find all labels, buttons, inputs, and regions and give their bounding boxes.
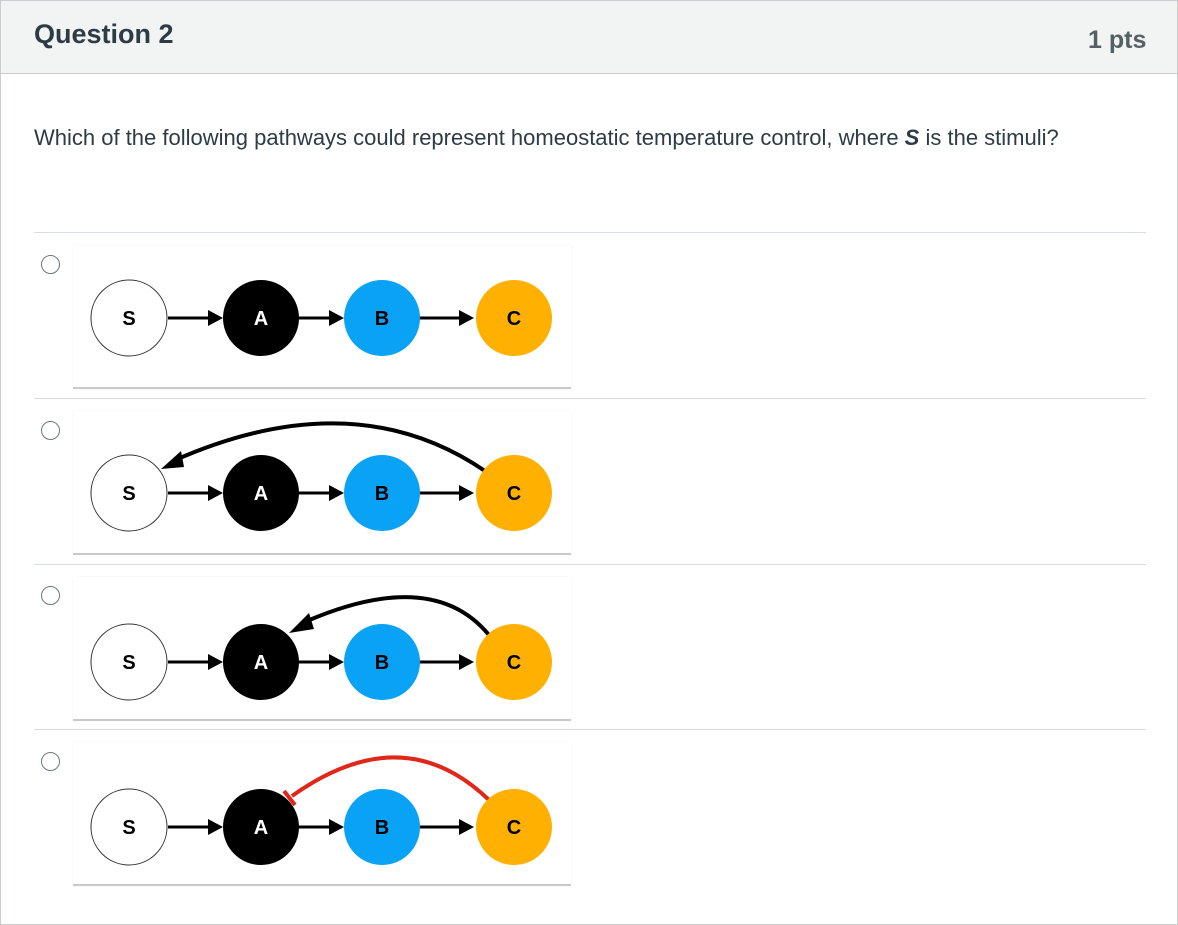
answer-diagram-2: S A B C — [73, 411, 571, 555]
arrowhead-b-c — [459, 654, 474, 670]
feedback-arrow-c-a — [306, 595, 491, 637]
answer-divider — [34, 232, 1146, 233]
arrowhead-s-a — [208, 310, 223, 326]
node-a-label: A — [254, 817, 268, 839]
pathway-diagram-4: S A B C — [90, 755, 552, 866]
node-c-label: C — [507, 817, 521, 839]
question-text-part2: is the stimuli? — [919, 125, 1059, 150]
node-a-label: A — [254, 483, 268, 505]
node-c — [476, 455, 552, 531]
answer-divider — [34, 564, 1146, 565]
node-b — [344, 280, 420, 356]
answer-divider — [34, 729, 1146, 730]
node-c-label: C — [507, 652, 521, 674]
pathway-diagram-2: S A B C — [90, 421, 552, 532]
arrowhead-s-a — [208, 819, 223, 835]
answer-radio-2[interactable] — [41, 421, 60, 440]
pathway-arrows — [168, 654, 474, 670]
question-points: 1 pts — [1088, 26, 1147, 54]
answer-diagram-4: S A B C — [73, 742, 571, 886]
feedback-arrow-c-s — [172, 421, 487, 473]
pathway-arrows — [168, 819, 474, 835]
arrowhead-s-a — [208, 485, 223, 501]
node-b-label: B — [375, 817, 389, 839]
arrowhead-b-c — [459, 485, 474, 501]
node-b — [344, 789, 420, 865]
question-header: Question 2 1 pts — [1, 1, 1177, 74]
node-c-label: C — [507, 308, 521, 330]
node-a — [223, 280, 299, 356]
answer-diagram-3: S A B C — [73, 577, 571, 721]
answer-radio-1[interactable] — [41, 255, 60, 274]
pathway-diagram-1: S A B C — [90, 279, 552, 357]
node-a-label: A — [254, 308, 268, 330]
node-a — [223, 624, 299, 700]
arrowhead-s-a — [208, 654, 223, 670]
pathway-diagram-3: S A B C — [90, 595, 552, 701]
node-b — [344, 624, 420, 700]
node-s — [90, 623, 168, 701]
node-s — [90, 279, 168, 357]
arrowhead-a-b — [329, 485, 344, 501]
feedback-inhibition-c-a — [290, 755, 491, 802]
node-b-label: B — [375, 308, 389, 330]
node-a — [223, 789, 299, 865]
feedback-arrowhead-s — [161, 451, 184, 469]
node-s — [90, 454, 168, 532]
node-s-label: S — [122, 652, 135, 674]
arrowhead-a-b — [329, 310, 344, 326]
answer-radio-4[interactable] — [41, 752, 60, 771]
node-c-label: C — [507, 483, 521, 505]
answer-divider — [34, 398, 1146, 399]
pathway-arrows — [168, 310, 474, 326]
node-s — [90, 788, 168, 866]
node-c — [476, 789, 552, 865]
node-s-label: S — [122, 817, 135, 839]
node-a — [223, 455, 299, 531]
node-b — [344, 455, 420, 531]
node-c — [476, 624, 552, 700]
arrowhead-a-b — [329, 654, 344, 670]
inhibition-bar-a — [282, 789, 297, 807]
node-b-label: B — [375, 652, 389, 674]
question-text-emphasis: S — [904, 125, 920, 150]
question-title: Question 2 — [34, 19, 174, 49]
question-text: Which of the following pathways could re… — [34, 119, 1134, 157]
node-b-label: B — [375, 483, 389, 505]
arrowhead-b-c — [459, 310, 474, 326]
answer-radio-3[interactable] — [41, 586, 60, 605]
answer-diagram-1: S A B C — [73, 245, 571, 389]
arrowhead-a-b — [329, 819, 344, 835]
node-c — [476, 280, 552, 356]
question-text-part1: Which of the following pathways could re… — [34, 125, 905, 150]
node-a-label: A — [254, 652, 268, 674]
node-s-label: S — [122, 308, 135, 330]
arrowhead-b-c — [459, 819, 474, 835]
pathway-arrows — [168, 485, 474, 501]
node-s-label: S — [122, 483, 135, 505]
feedback-arrowhead-a — [289, 613, 314, 633]
